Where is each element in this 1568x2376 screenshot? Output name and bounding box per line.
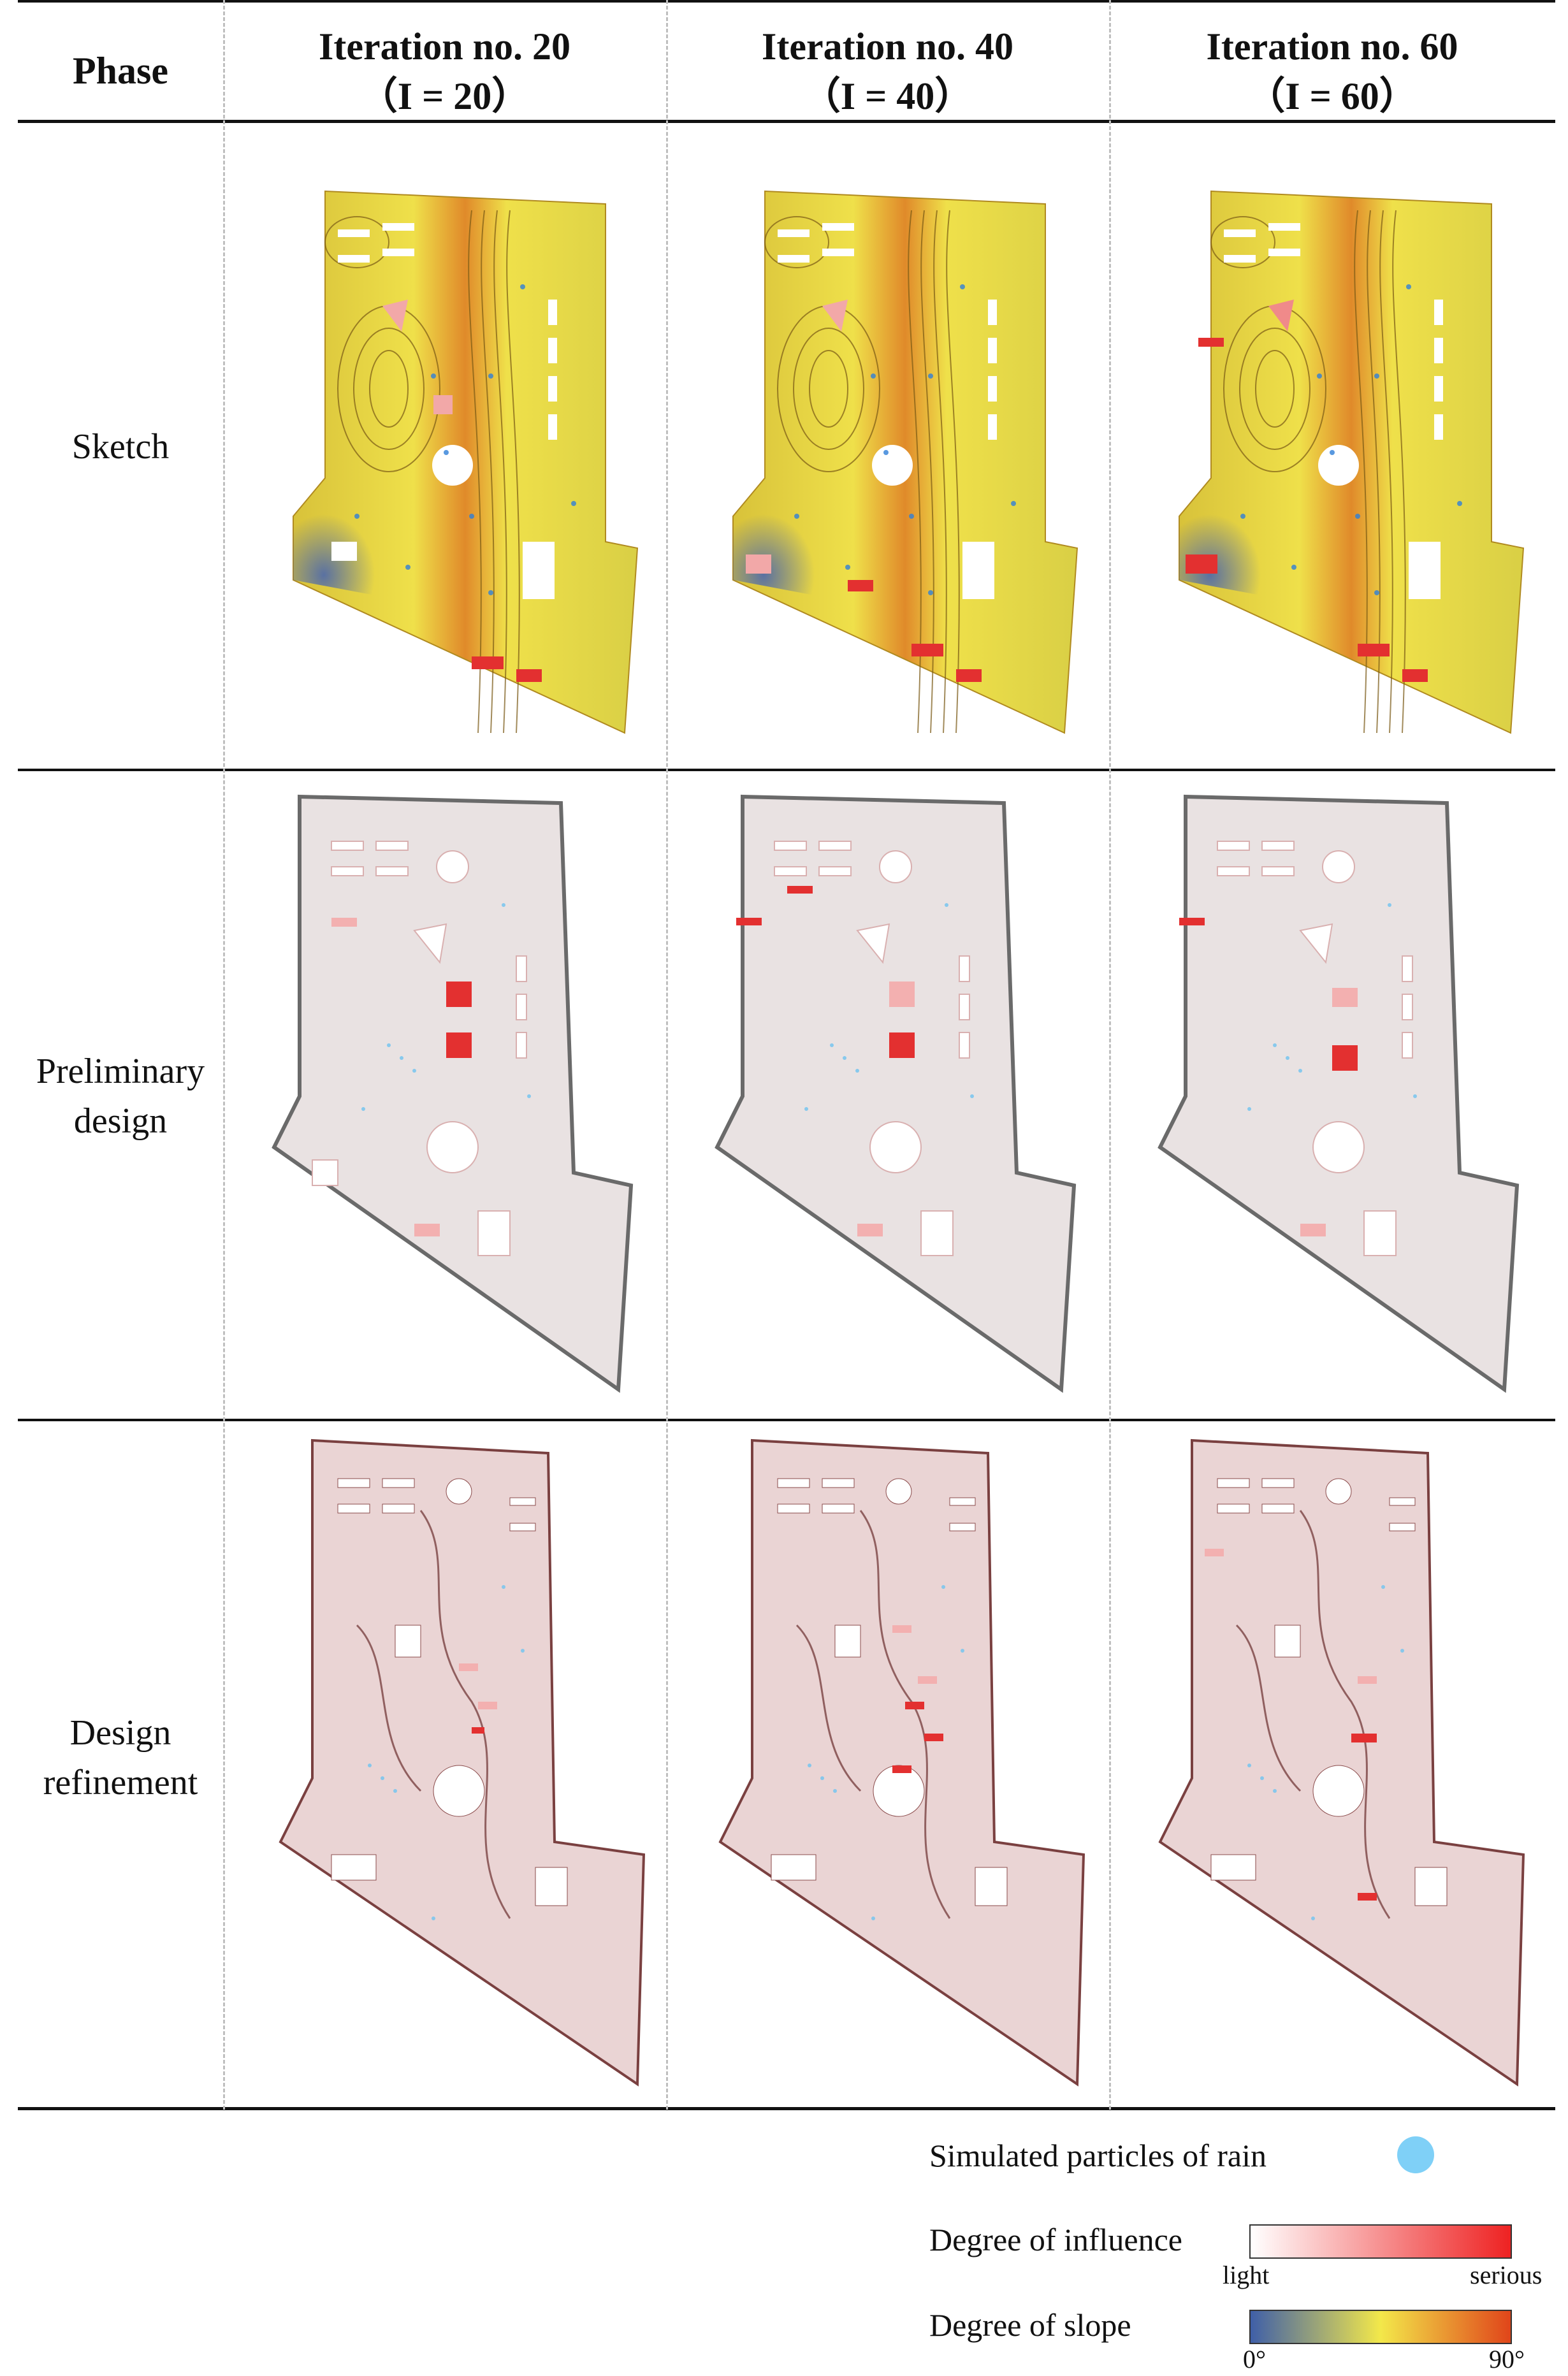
refinement-map-i20-svg (279, 1438, 646, 2087)
legend-slope-label: Degree of slope (929, 2307, 1131, 2343)
legend-rain-label: Simulated particles of rain (929, 2138, 1267, 2173)
rain-particle-icon (1397, 2136, 1434, 2173)
influence-max-label: serious (1470, 2261, 1543, 2289)
column-divider-2 (666, 0, 668, 2110)
slope-min-label: 0° (1243, 2345, 1266, 2373)
refinement-map-i40 (708, 1434, 1090, 2097)
table-top-rule (18, 0, 1555, 3)
header-col-1: Iteration no. 20 （I = 20） (223, 22, 666, 121)
sketch-map-i60-svg (1179, 190, 1525, 734)
preliminary-map-i40 (704, 790, 1087, 1402)
influence-min-label: light (1223, 2261, 1270, 2289)
row-label-preliminary-line1: Preliminary (36, 1052, 205, 1091)
slope-gradient-bar (1249, 2310, 1512, 2344)
sketch-map-i40 (720, 185, 1090, 746)
preliminary-map-i40-svg (715, 794, 1077, 1393)
row-label-sketch: Sketch (18, 422, 223, 472)
header-col-1-title: Iteration no. 20 (319, 25, 570, 68)
influence-gradient-bar (1249, 2224, 1512, 2259)
table-bottom-rule (18, 2107, 1555, 2110)
preliminary-map-i60-svg (1158, 794, 1520, 1393)
header-col-2-title: Iteration no. 40 (762, 25, 1013, 68)
slope-max-label: 90° (1489, 2345, 1525, 2373)
header-col-3-title: Iteration no. 60 (1206, 25, 1458, 68)
preliminary-map-i20 (261, 790, 644, 1402)
header-bottom-rule (18, 120, 1555, 123)
header-phase: Phase (73, 50, 168, 92)
sketch-map-i20-svg (293, 190, 639, 734)
header-col-1-sub: （I = 20） (359, 75, 530, 117)
row-label-refinement-line2: refinement (43, 1763, 198, 1802)
row1-bottom-rule (18, 769, 1555, 771)
header-col-2-sub: （I = 40） (802, 75, 973, 117)
refinement-map-i40-svg (718, 1438, 1085, 2087)
row-label-refinement: Design refinement (18, 1708, 223, 1807)
sketch-map-i60 (1166, 185, 1536, 746)
sketch-map-i40-svg (732, 190, 1078, 734)
row2-bottom-rule (18, 1419, 1555, 1421)
row-label-sketch-text: Sketch (71, 427, 170, 467)
column-divider-3 (1109, 0, 1111, 2110)
header-col-3: Iteration no. 60 （I = 60） (1109, 22, 1555, 121)
refinement-map-i20 (268, 1434, 650, 2097)
header-col-3-sub: （I = 60） (1247, 75, 1418, 117)
column-divider-1 (223, 0, 225, 2110)
row-label-preliminary-line2: design (73, 1101, 168, 1141)
sketch-map-i20 (280, 185, 650, 746)
row-label-refinement-line1: Design (69, 1713, 171, 1753)
preliminary-map-i60 (1147, 790, 1530, 1402)
refinement-map-i60 (1147, 1434, 1530, 2097)
preliminary-map-i20-svg (272, 794, 634, 1393)
header-col-2: Iteration no. 40 （I = 40） (666, 22, 1109, 121)
row-label-preliminary: Preliminary design (18, 1047, 223, 1146)
legend-influence-label: Degree of influence (929, 2222, 1182, 2257)
refinement-map-i60-svg (1158, 1438, 1525, 2087)
